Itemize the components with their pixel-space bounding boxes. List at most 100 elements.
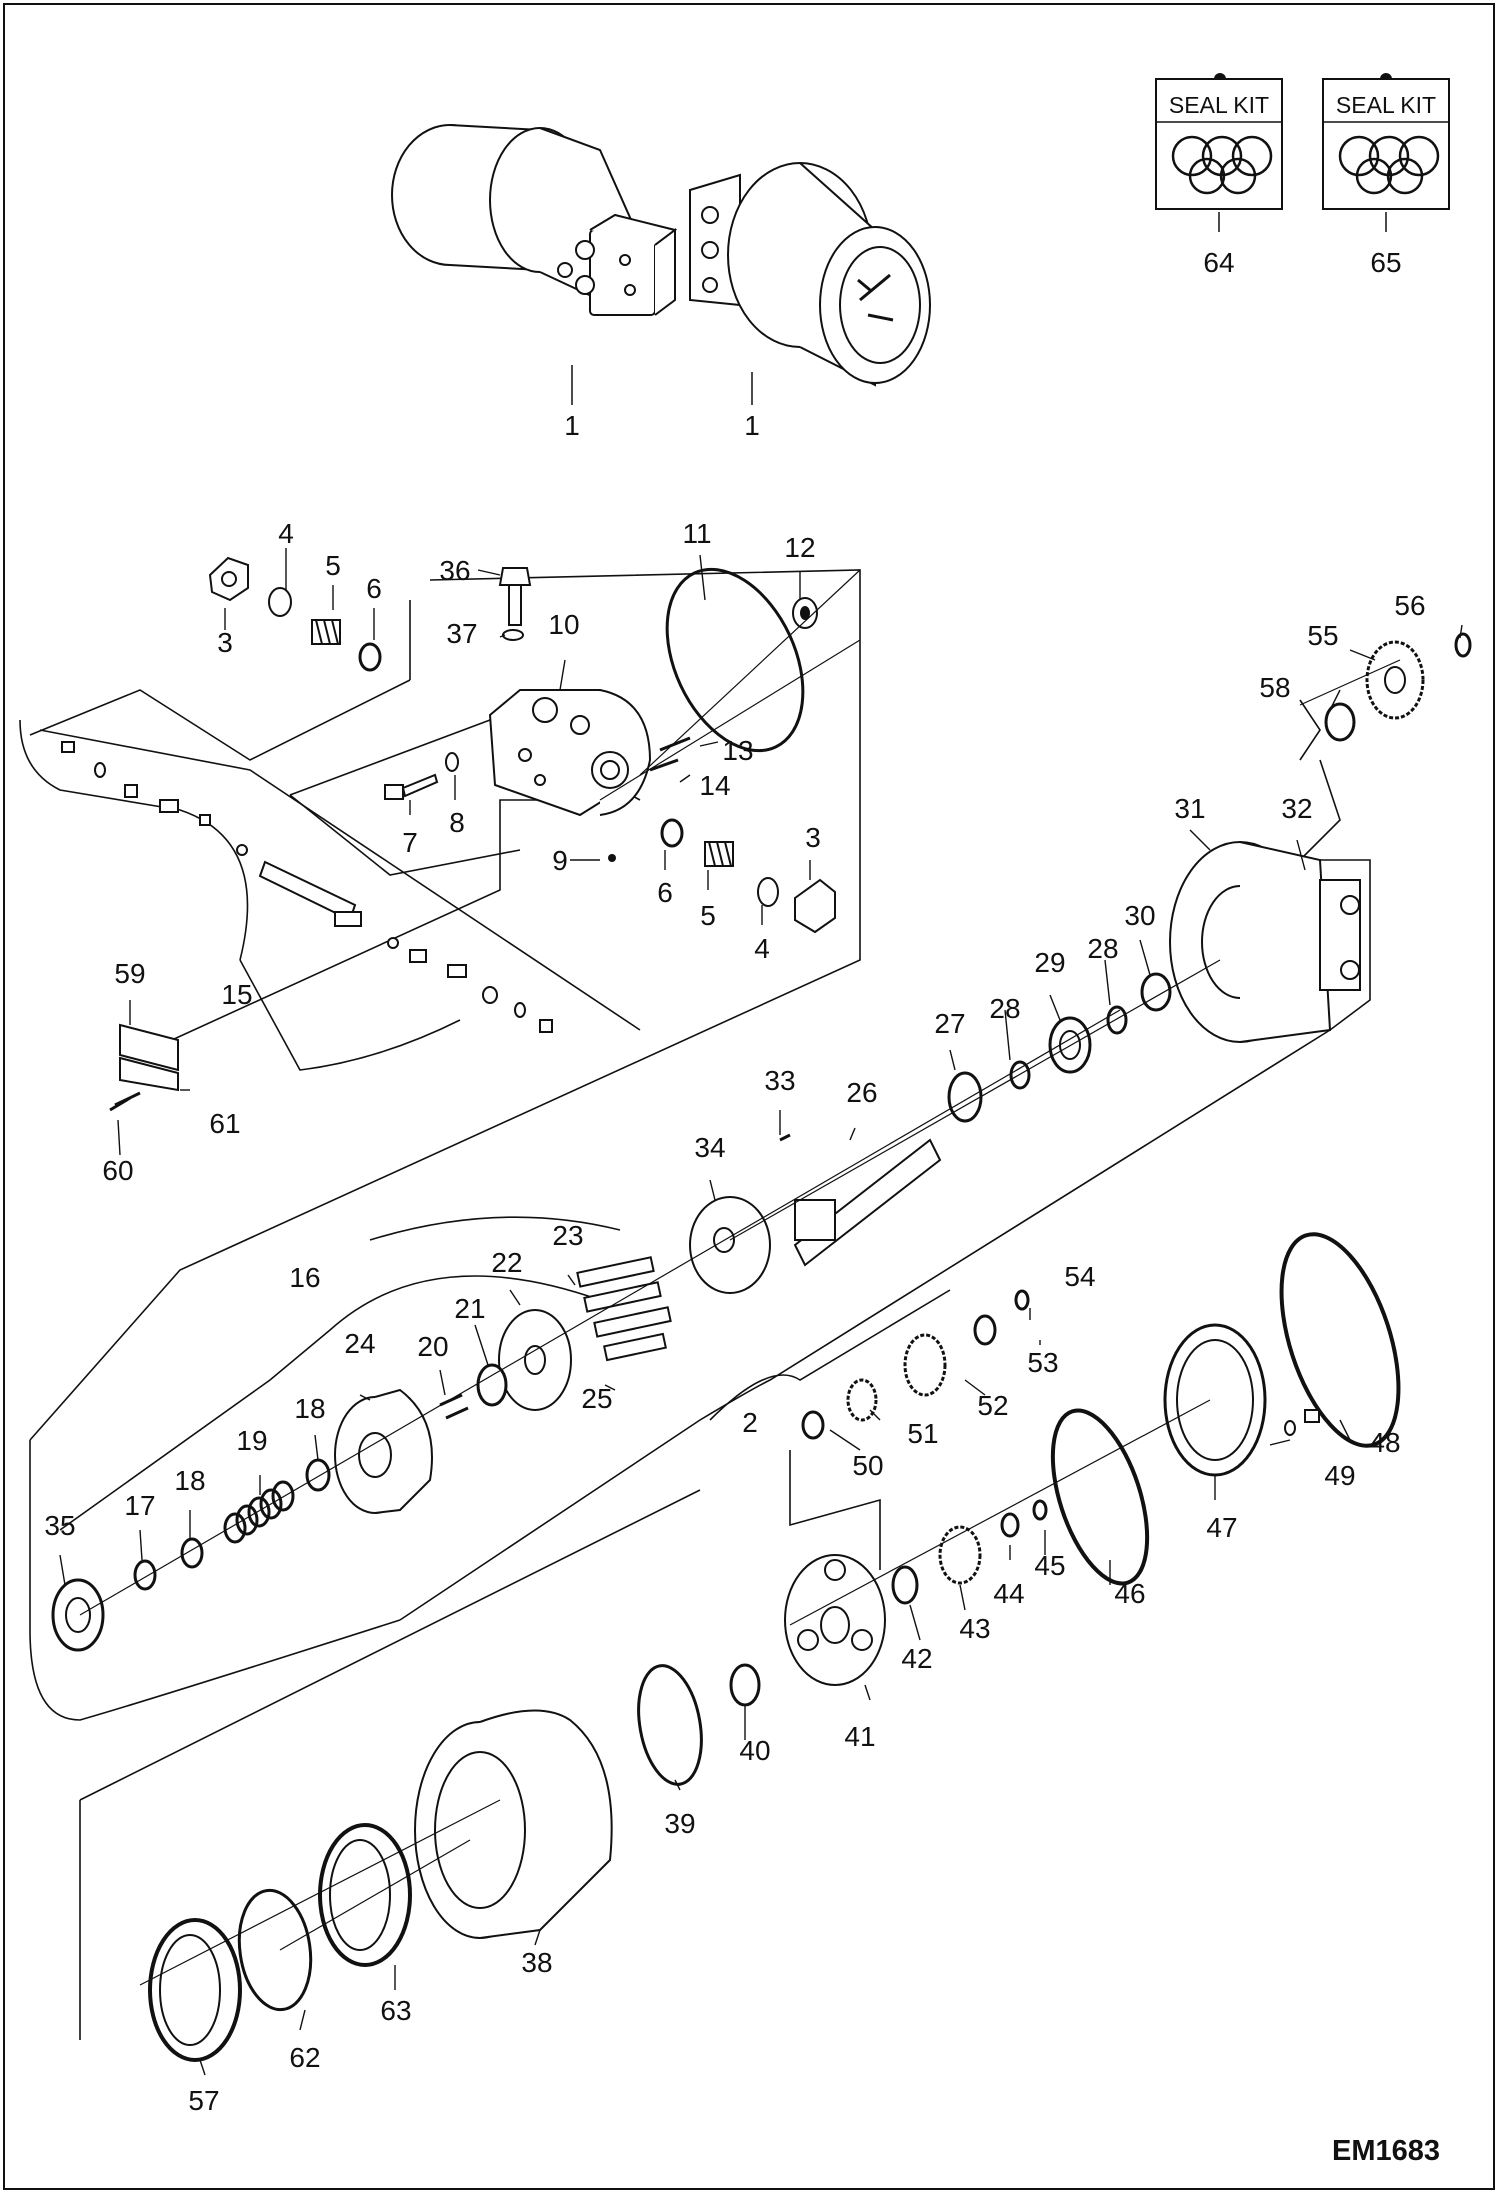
callout-61: 61 (209, 1108, 240, 1139)
callout-1b: 1 (744, 410, 760, 441)
piston-assembly-23 (576, 1256, 672, 1362)
callout-47: 47 (1206, 1512, 1237, 1543)
callout-40: 40 (739, 1735, 770, 1766)
callout-38: 38 (521, 1947, 552, 1978)
callout-50: 50 (852, 1450, 883, 1481)
callout-35: 35 (44, 1510, 75, 1541)
plug-3-lower (794, 878, 836, 934)
callout-29: 29 (1034, 947, 1065, 978)
spring-5-upper (311, 619, 341, 645)
callout-11: 11 (682, 518, 711, 549)
snap-ring-39 (637, 1664, 703, 1786)
seal-kit-64-label: SEAL KIT (1169, 92, 1269, 118)
spindle-31 (1169, 841, 1361, 1043)
callout-21: 21 (454, 1293, 485, 1324)
pin-13 (659, 736, 691, 752)
callout-42: 42 (901, 1643, 932, 1674)
callout-numbers: 3 4 5 6 36 37 10 11 12 13 14 7 8 9 6 5 4… (44, 518, 1425, 2116)
washer-6-lower (660, 818, 684, 848)
callout-3a: 3 (217, 627, 233, 658)
callout-37: 37 (446, 618, 477, 649)
plug-set-49 (1284, 1409, 1320, 1436)
callout-52: 52 (977, 1390, 1008, 1421)
callout-65: 65 (1370, 247, 1401, 278)
gear-52 (903, 1333, 947, 1397)
callout-6b: 6 (657, 877, 673, 908)
callout-23: 23 (552, 1220, 583, 1251)
bolt-7 (384, 773, 439, 800)
callout-22: 22 (491, 1247, 522, 1278)
callout-26: 26 (846, 1077, 877, 1108)
callout-3b: 3 (805, 822, 821, 853)
group-brackets (19, 569, 1371, 2040)
gear-55 (1365, 640, 1425, 720)
washer-6-upper (358, 642, 382, 672)
callout-60: 60 (102, 1155, 133, 1186)
callout-18b: 18 (174, 1465, 205, 1496)
callout-16: 16 (289, 1262, 320, 1293)
o-ring-4-lower (757, 877, 779, 907)
callout-63: 63 (380, 1995, 411, 2026)
spring-5-lower (704, 841, 734, 867)
thrust-plate-34 (689, 1196, 771, 1294)
snap-ring-27 (947, 1071, 983, 1123)
cover-47 (1163, 1323, 1267, 1477)
callout-24: 24 (344, 1328, 375, 1359)
callout-59: 59 (114, 958, 145, 989)
callout-31: 31 (1174, 793, 1205, 824)
shaft-26 (793, 1138, 942, 1267)
sun-gear-51 (846, 1378, 878, 1422)
washer-37 (502, 629, 524, 641)
callout-5a: 5 (325, 550, 341, 581)
seal-kit-65-label: SEAL KIT (1336, 92, 1436, 118)
seal-30 (1140, 972, 1172, 1012)
ball-9 (608, 854, 616, 862)
callout-30: 30 (1124, 900, 1155, 931)
hub-38 (414, 1709, 613, 1939)
gear-43 (938, 1525, 982, 1585)
ring-28a (1009, 1060, 1031, 1090)
snap-ring-45 (1032, 1499, 1048, 1521)
ball-guide-21 (476, 1363, 508, 1407)
callout-5b: 5 (700, 900, 716, 931)
callout-2: 2 (742, 1407, 758, 1438)
callout-36: 36 (439, 555, 470, 586)
screw-60 (109, 1091, 141, 1112)
o-ring-4-upper (268, 587, 292, 617)
callout-53: 53 (1027, 1347, 1058, 1378)
callout-7: 7 (402, 827, 418, 858)
needle-bearing-40 (729, 1663, 761, 1707)
callout-45: 45 (1034, 1550, 1065, 1581)
bearing-35 (51, 1578, 105, 1652)
plug-36 (498, 567, 532, 626)
callout-4a: 4 (278, 518, 294, 549)
callout-48: 48 (1369, 1427, 1400, 1458)
seal-kit-65-rings-icon (1338, 135, 1440, 195)
callout-51: 51 (907, 1418, 938, 1449)
valve-spool-15 (61, 741, 553, 1033)
alignment-lines (79, 569, 1401, 1986)
cylinder-block-24 (334, 1388, 433, 1514)
needle-bearing-58 (1324, 702, 1356, 742)
callout-57: 57 (188, 2085, 219, 2116)
pins-20 (439, 1393, 469, 1420)
callout-55: 55 (1307, 620, 1338, 651)
page-frame (3, 3, 1495, 2190)
plate-59 (119, 1023, 179, 1092)
seal-kit-64-rings-icon (1171, 135, 1273, 195)
callout-28b: 28 (1087, 933, 1118, 964)
callout-46: 46 (1114, 1578, 1145, 1609)
snap-ring-54 (1014, 1289, 1030, 1311)
callout-33: 33 (764, 1065, 795, 1096)
washer-44 (1000, 1512, 1020, 1538)
valve-housing-10 (488, 689, 652, 817)
o-ring-46 (1050, 1408, 1150, 1586)
bearing-29 (1048, 1016, 1092, 1074)
snap-ring-17 (133, 1559, 157, 1591)
callout-18a: 18 (294, 1393, 325, 1424)
callout-8: 8 (449, 807, 465, 838)
ring-48 (1279, 1232, 1401, 1448)
callout-41: 41 (844, 1721, 875, 1752)
callout-leaders (59, 548, 1463, 2076)
